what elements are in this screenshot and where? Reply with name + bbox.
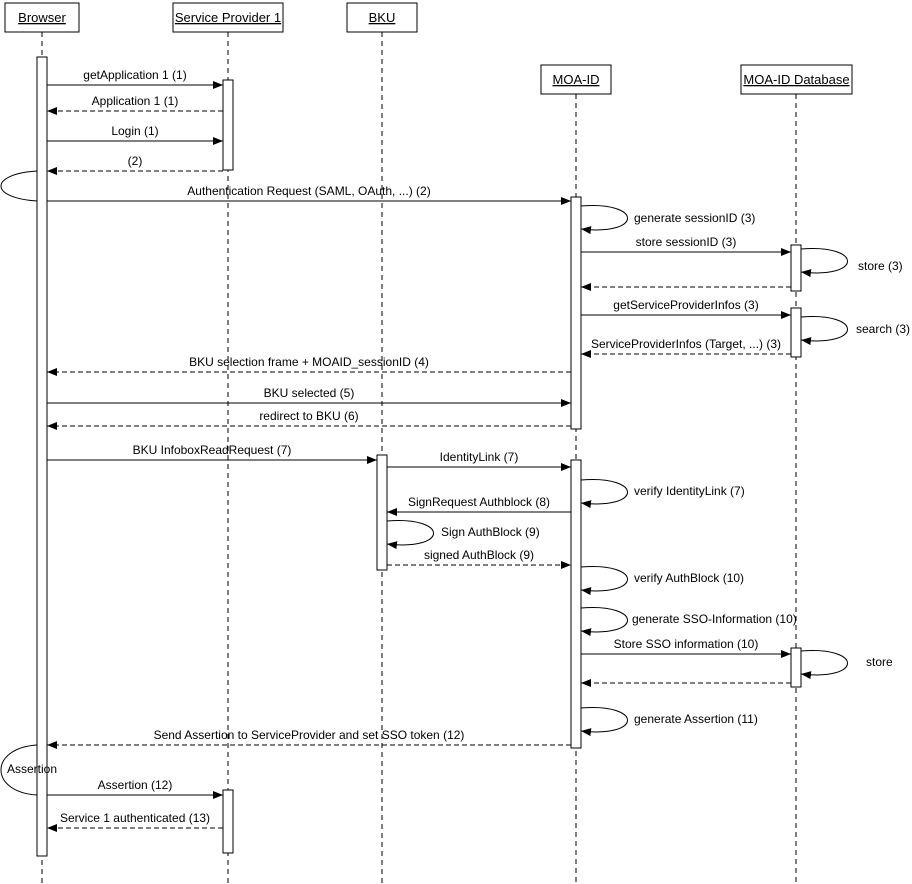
self-message-label: generate Assertion (11) — [634, 712, 758, 726]
message-label: Store SSO information (10) — [614, 637, 759, 651]
left-loop-arc — [0, 744, 38, 796]
self-message-label: search (3) — [856, 322, 910, 336]
actor-label-service-provider-1: Service Provider 1 — [175, 10, 281, 25]
message-label: ServiceProviderInfos (Target, ...) (3) — [591, 337, 781, 351]
activation-bar-moa-id-database — [790, 647, 802, 688]
activation-bar-moa-id — [570, 196, 582, 430]
message-label: Application 1 (1) — [92, 94, 179, 108]
self-message-arrow — [800, 650, 848, 680]
self-message-arrow — [580, 205, 628, 235]
message-label: Send Assertion to ServiceProvider and se… — [154, 728, 465, 742]
message-label: store sessionID (3) — [636, 235, 737, 249]
activation-bar-moa-id-database — [790, 244, 802, 292]
activation-bar-service-provider-1 — [222, 79, 234, 171]
message-label: getApplication 1 (1) — [83, 68, 186, 82]
message-label: (2) — [128, 154, 143, 168]
actor-label-bku: BKU — [369, 10, 396, 25]
self-message-arrow — [800, 316, 848, 346]
activation-bar-service-provider-1 — [222, 789, 234, 854]
activation-bar-moa-id-database — [790, 307, 802, 358]
self-message-arrow — [386, 520, 434, 550]
self-message-label: store (3) — [858, 259, 903, 273]
self-message-arrow — [580, 707, 628, 737]
message-label: SignRequest Authblock (8) — [408, 495, 550, 509]
actor-box-bku — [346, 2, 418, 33]
self-message-label: Sign AuthBlock (9) — [441, 525, 540, 539]
activation-bar-bku — [376, 454, 388, 571]
self-message-label: generate SSO-Information (10) — [632, 612, 797, 626]
message-label: getServiceProviderInfos (3) — [613, 298, 758, 312]
self-message-label: verify IdentityLink (7) — [634, 484, 745, 498]
actor-label-moa-id: MOA-ID — [553, 72, 600, 87]
message-label: Service 1 authenticated (13) — [60, 811, 210, 825]
self-message-arrow — [580, 479, 628, 509]
actor-box-browser — [4, 2, 80, 33]
activation-bar-moa-id — [570, 459, 582, 749]
self-message-arrow — [580, 566, 628, 596]
message-label: BKU selected (5) — [264, 386, 355, 400]
actor-label-moa-id-database: MOA-ID Database — [743, 72, 849, 87]
message-label: BKU InfoboxReadRequest (7) — [133, 443, 292, 457]
self-message-label: verify AuthBlock (10) — [634, 571, 744, 585]
left-loop-label: Assertion — [7, 762, 57, 776]
actor-box-service-provider-1 — [172, 2, 284, 33]
self-message-arrow — [580, 607, 628, 637]
message-label: IdentityLink (7) — [440, 450, 519, 464]
message-label: Authentication Request (SAML, OAuth, ...… — [187, 184, 430, 198]
left-loop-arc — [0, 170, 38, 202]
actor-box-moa-id — [540, 64, 612, 95]
self-message-arrow — [800, 248, 848, 278]
message-label: Login (1) — [111, 124, 158, 138]
actor-label-browser: Browser — [18, 10, 66, 25]
message-label: Assertion (12) — [98, 778, 173, 792]
self-message-label: generate sessionID (3) — [634, 211, 755, 225]
message-label: BKU selection frame + MOAID_sessionID (4… — [189, 355, 429, 369]
message-label: signed AuthBlock (9) — [424, 548, 534, 562]
message-label: redirect to BKU (6) — [259, 409, 358, 423]
actor-box-moa-id-database — [740, 64, 853, 95]
self-message-label: store — [866, 655, 893, 669]
activation-bar-browser — [36, 56, 48, 857]
